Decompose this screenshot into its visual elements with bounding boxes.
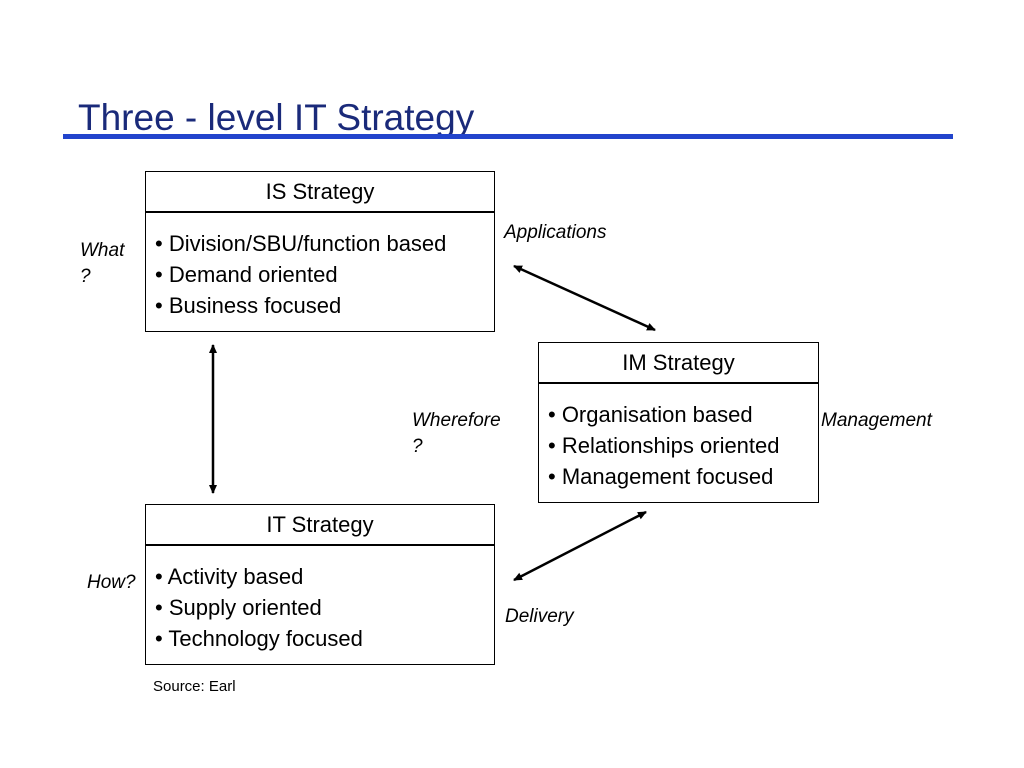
- delivery-arrow: [513, 510, 647, 582]
- wherefore-label-line2: ?: [412, 436, 423, 457]
- is-bullet-3: • Business focused: [155, 293, 342, 318]
- it-strategy-box: IT Strategy • Activity based • Supply or…: [145, 504, 495, 665]
- is-strategy-box: IS Strategy • Division/SBU/function base…: [145, 171, 495, 332]
- im-bullet-3: • Management focused: [548, 464, 774, 489]
- applications-arrow: [513, 264, 656, 332]
- wherefore-label-line1: Wherefore: [412, 410, 501, 431]
- im-bullet-2: • Relationships oriented: [548, 433, 780, 458]
- is-strategy-bullets: • Division/SBU/function based • Demand o…: [146, 213, 494, 321]
- is-bullet-1: • Division/SBU/function based: [155, 231, 447, 256]
- slide-title: Three - level IT Strategy: [78, 97, 475, 138]
- what-label: What ?: [80, 238, 124, 290]
- is-bullet-2: • Demand oriented: [155, 262, 338, 287]
- source-note: Source: Earl: [153, 678, 236, 695]
- it-bullet-3: • Technology focused: [155, 626, 363, 651]
- what-label-line1: What: [80, 240, 125, 261]
- title-underline: [63, 134, 953, 139]
- management-label: Management: [821, 410, 932, 431]
- im-strategy-bullets: • Organisation based • Relationships ori…: [539, 384, 818, 492]
- it-bullet-1: • Activity based: [155, 564, 304, 589]
- applications-label: Applications: [504, 222, 607, 243]
- it-strategy-bullets: • Activity based • Supply oriented • Tec…: [146, 546, 494, 654]
- is-strategy-heading: IS Strategy: [146, 172, 494, 213]
- what-label-line2: ?: [80, 266, 91, 287]
- delivery-label: Delivery: [505, 606, 574, 627]
- how-label: How?: [87, 572, 136, 593]
- im-strategy-heading: IM Strategy: [539, 343, 818, 384]
- im-strategy-box: IM Strategy • Organisation based • Relat…: [538, 342, 819, 503]
- im-bullet-1: • Organisation based: [548, 402, 753, 427]
- wherefore-label: Wherefore ?: [412, 408, 501, 460]
- it-strategy-heading: IT Strategy: [146, 505, 494, 546]
- it-bullet-2: • Supply oriented: [155, 595, 322, 620]
